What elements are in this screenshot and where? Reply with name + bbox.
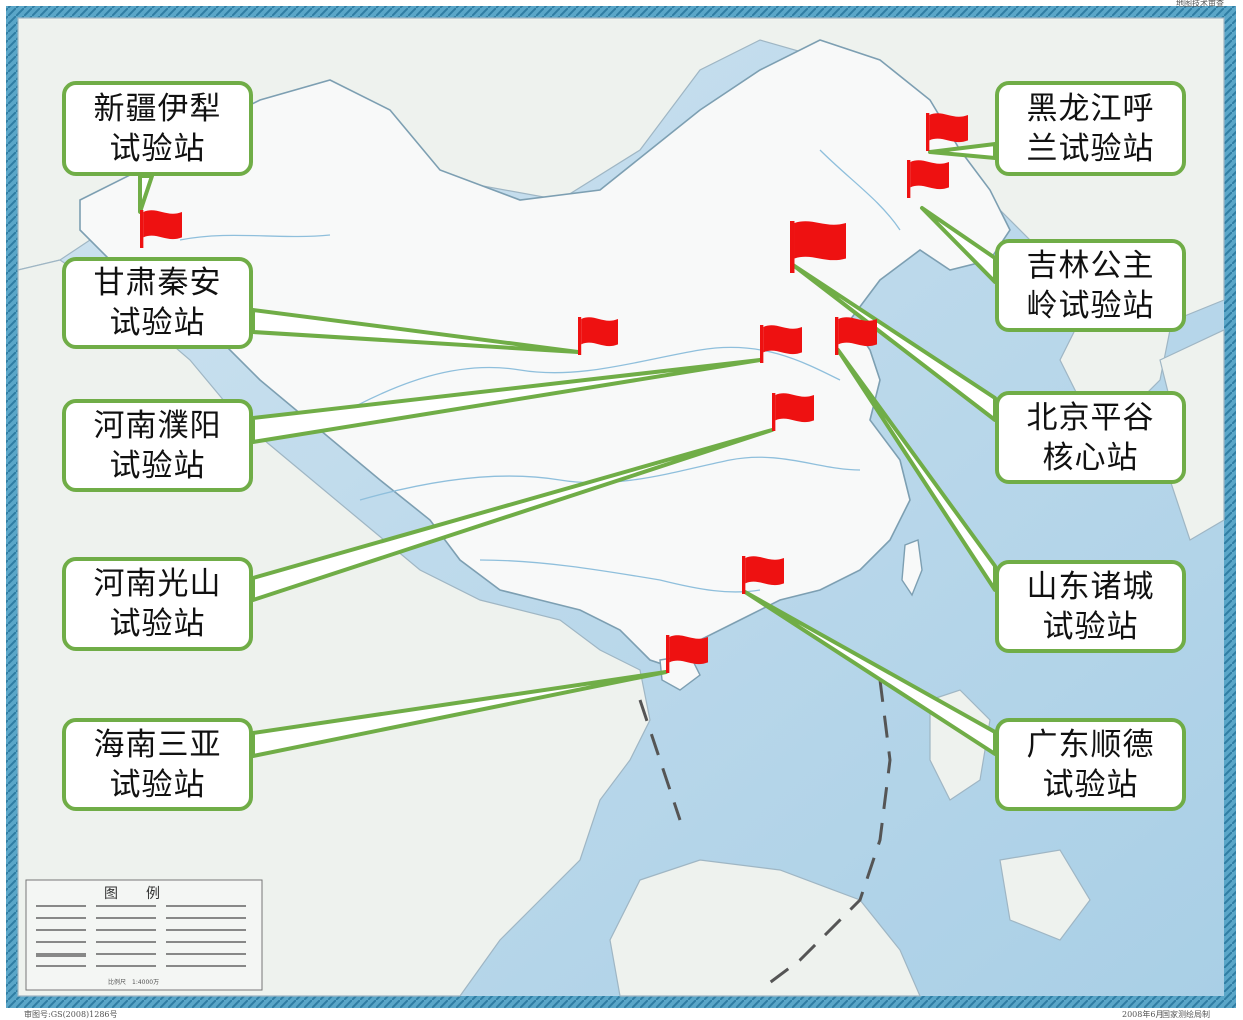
- callout-shandong-zhucheng: 山东诸城 试验站: [995, 560, 1186, 653]
- flag-icon-guangdong-shunde: [742, 556, 784, 594]
- approval-number: 审图号:GS(2008)1286号: [24, 1009, 118, 1019]
- station-flags: [140, 113, 968, 673]
- top-right-label: 地图技术审查: [1176, 0, 1224, 8]
- rivers: [179, 149, 901, 593]
- leader-lines: [138, 142, 997, 758]
- flag-icon-hainan-sanya: [666, 635, 708, 673]
- flag-icon-xinjiang-yili: [140, 210, 182, 248]
- flag-icon-shandong-zhucheng: [835, 317, 877, 355]
- callout-hainan-sanya: 海南三亚 试验站: [62, 718, 253, 811]
- flag-icon-jilin-gongzhuling: [907, 160, 949, 198]
- callout-guangdong-shunde: 广东顺德 试验站: [995, 718, 1186, 811]
- legend: 图 例 比例尺 1:4000万: [25, 879, 263, 991]
- legend-scale: 比例尺 1:4000万: [108, 978, 159, 986]
- maritime-boundary: [759, 679, 892, 992]
- leader-line-gansu-qinan: [251, 308, 580, 354]
- flag-icon-heilongjiang-hulan: [926, 113, 968, 151]
- flag-icon-gansu-qinan: [578, 317, 618, 355]
- leader-line-xinjiang-yili: [138, 174, 154, 214]
- callout-jilin-gongzhuling: 吉林公主 岭试验站: [995, 239, 1186, 332]
- taiwan-island: [901, 539, 923, 597]
- publisher-date: 2008年6月: [1122, 1009, 1163, 1019]
- callout-henan-guangshan: 河南光山 试验站: [62, 557, 253, 651]
- callout-henan-puyang: 河南濮阳 试验站: [62, 399, 253, 492]
- flag-icon-henan-puyang: [760, 325, 802, 363]
- callout-gansu-qinan: 甘肃秦安 试验站: [62, 257, 253, 349]
- leader-line-henan-guangshan: [251, 428, 774, 602]
- flag-icon-henan-guangshan: [772, 393, 814, 431]
- publisher: 国家测绘局制: [1162, 1009, 1210, 1019]
- flag-icon-beijing-pinggu: [790, 221, 846, 273]
- maritime-boundary-west: [638, 699, 682, 821]
- leader-line-henan-puyang: [251, 358, 762, 444]
- callout-heilongjiang-hulan: 黑龙江呼 兰试验站: [995, 81, 1186, 176]
- callout-beijing-pinggu: 北京平谷 核心站: [995, 391, 1186, 484]
- legend-title: 图 例: [104, 886, 160, 902]
- leader-line-hainan-sanya: [251, 670, 668, 758]
- callout-xinjiang-yili: 新疆伊犁 试验站: [62, 81, 253, 176]
